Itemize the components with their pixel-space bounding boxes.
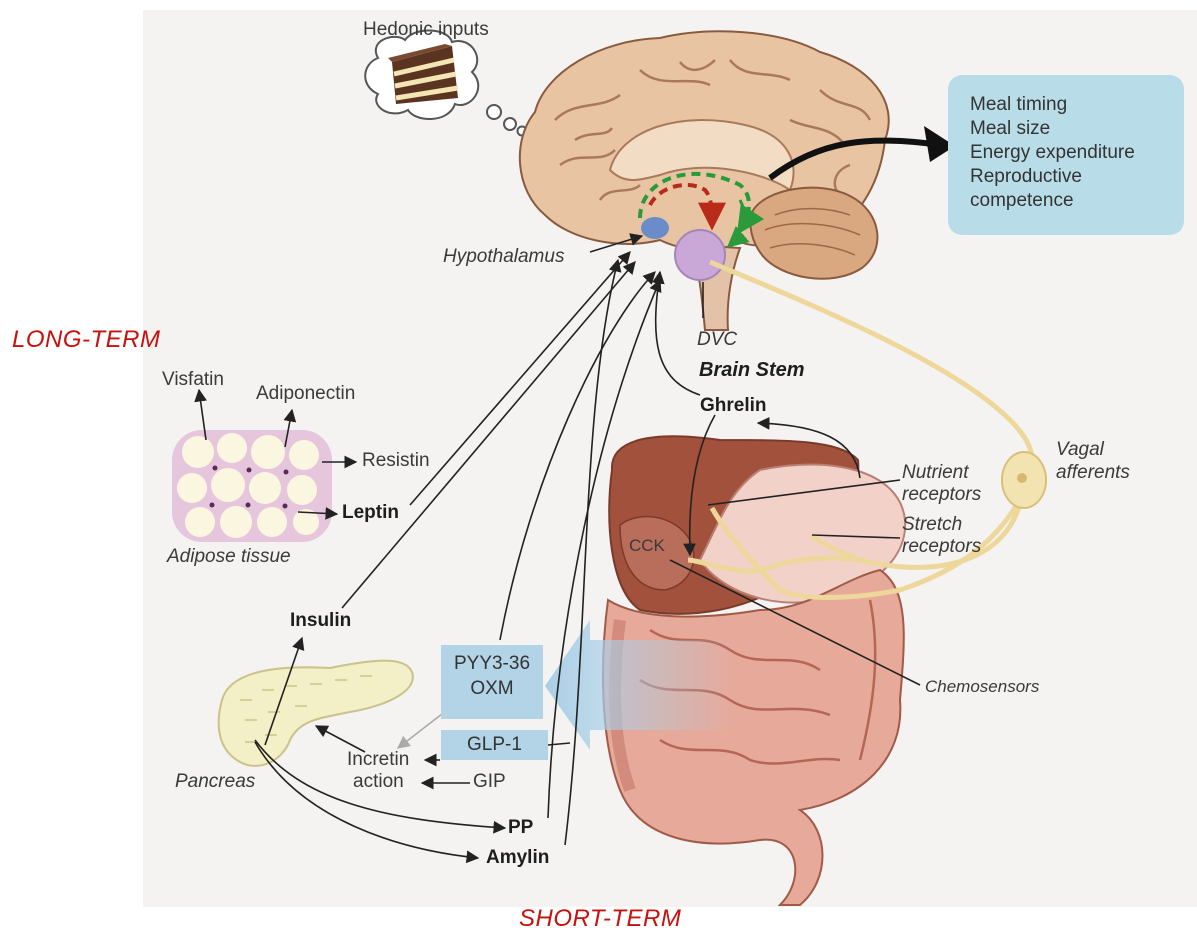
gip-label: GIP [473, 772, 506, 793]
visfatin-label: Visfatin [162, 370, 224, 391]
pp-label: PP [508, 818, 533, 839]
insulin-label: Insulin [290, 611, 351, 632]
action-label: action [353, 772, 404, 793]
glp1-box: GLP-1 [441, 730, 548, 760]
vagal-label: Vagal [1056, 440, 1104, 461]
effects-box: Meal timing Meal size Energy expenditure… [948, 75, 1184, 235]
effect-meal-size: Meal size [970, 117, 1184, 141]
glp1-label: GLP-1 [467, 734, 522, 755]
adiponectin-label: Adiponectin [256, 384, 355, 405]
short-term-label: SHORT-TERM [519, 906, 681, 932]
hedonic-thought-bubble [365, 30, 534, 140]
effect-meal-timing: Meal timing [970, 93, 1184, 117]
brain-stem-label: Brain Stem [699, 359, 805, 381]
pancreas-label: Pancreas [175, 772, 255, 793]
stretch-receptors-label: receptors [902, 537, 981, 558]
brain-illustration [520, 31, 889, 330]
dvc-label: DVC [697, 330, 737, 351]
pyy-label: PYY3-36 [441, 651, 543, 676]
hedonic-inputs-label: Hedonic inputs [363, 20, 489, 41]
oxm-label: OXM [441, 676, 543, 701]
chemosensors-label: Chemosensors [925, 678, 1039, 697]
leptin-label: Leptin [342, 503, 399, 524]
effect-reproductive: Reproductive [970, 165, 1184, 189]
stretch-label: Stretch [902, 515, 962, 536]
resistin-label: Resistin [362, 451, 430, 472]
effect-energy-expenditure: Energy expenditure [970, 141, 1184, 165]
pyy-oxm-box: PYY3-36 OXM [441, 645, 543, 719]
adipose-tissue-label: Adipose tissue [167, 547, 291, 568]
nutrient-label: Nutrient [902, 463, 969, 484]
nutrient-receptors-label: receptors [902, 485, 981, 506]
dvc-node [675, 230, 725, 280]
long-term-label: LONG-TERM [12, 327, 161, 353]
adipose-tissue-illustration [172, 430, 332, 542]
cck-label: CCK [629, 537, 665, 556]
hypothalamus-label: Hypothalamus [443, 247, 564, 268]
hypothalamus-node [641, 217, 669, 239]
ghrelin-label: Ghrelin [700, 396, 767, 417]
incretin-label: Incretin [347, 750, 409, 771]
amylin-label: Amylin [486, 848, 549, 869]
vagal-afferents-label: afferents [1056, 463, 1130, 484]
effect-competence: competence [970, 189, 1184, 213]
